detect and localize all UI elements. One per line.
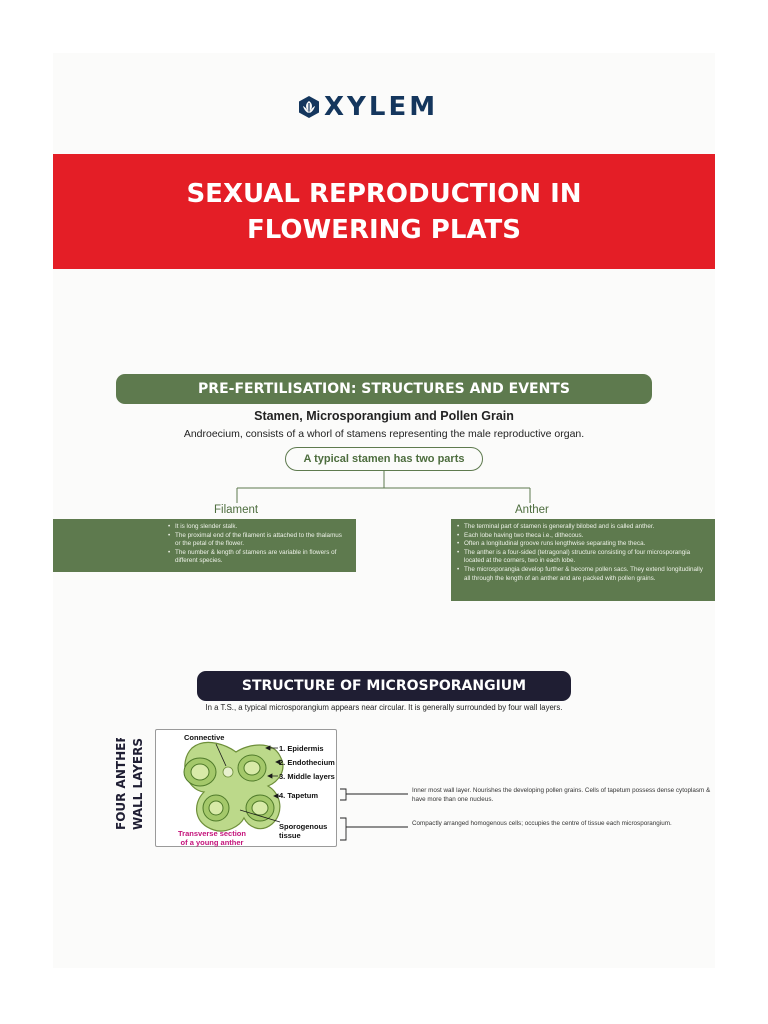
layer-label-tapetum: 4. Tapetum xyxy=(279,791,319,800)
filament-point: The proximal end of the filament is atta… xyxy=(168,532,348,549)
anther-point: Each lobe having two theca i.e., ditheco… xyxy=(457,532,707,541)
wall-layers-side-label: FOUR ANTHER WALL LAYERS xyxy=(114,738,145,830)
androecium-intro: Androecium, consists of a whorl of stame… xyxy=(183,428,585,440)
anther-point: The terminal part of stamen is generally… xyxy=(457,523,707,532)
leaf-logo-icon xyxy=(299,96,319,118)
filament-point: It is long slender stalk. xyxy=(168,523,348,532)
filament-info-box: It is long slender stalk. The proximal e… xyxy=(53,519,356,572)
banner-title-line1: SEXUAL REPRODUCTION IN xyxy=(186,178,582,209)
brand-name: XYLEM xyxy=(324,92,439,122)
subheading-stamen: Stamen, Microsporangium and Pollen Grain xyxy=(254,409,514,423)
figure-caption-line1: Transverse section xyxy=(178,829,246,838)
sporogenous-label-line1: Sporogenous xyxy=(279,822,328,831)
anther-point: Often a longitudinal groove runs lengthw… xyxy=(457,540,707,549)
sporogenous-label-line2: tissue xyxy=(279,831,301,840)
microsporangium-intro: In a T.S., a typical microsporangium app… xyxy=(205,703,563,712)
side-label-line2: WALL LAYERS xyxy=(131,738,145,830)
anther-info-box: The terminal part of stamen is generally… xyxy=(451,519,715,601)
connective-label: Connective xyxy=(184,733,225,742)
filament-label: Filament xyxy=(214,504,259,516)
anther-point: The anther is a four-sided (tetragonal) … xyxy=(457,549,707,566)
section-heading-microsporangium: STRUCTURE OF MICROSPORANGIUM xyxy=(197,671,571,701)
anther-cross-section-drawing xyxy=(183,741,284,832)
stamen-parts-pill: A typical stamen has two parts xyxy=(285,447,483,471)
layer-label-epidermis: 1. Epidermis xyxy=(279,744,324,753)
layer-label-endothecium: 2. Endothecium xyxy=(279,758,335,767)
brand-logo[interactable]: XYLEM xyxy=(298,90,438,124)
layer-label-middle: 3. Middle layers xyxy=(279,772,335,781)
section-heading-pre-fertilisation: PRE-FERTILISATION: STRUCTURES AND EVENTS xyxy=(116,374,652,404)
title-banner: SEXUAL REPRODUCTION IN FLOWERING PLATS xyxy=(53,154,715,269)
banner-title-line2: FLOWERING PLATS xyxy=(247,214,521,245)
anther-section-figure: Connective 1. Epidermis 2. Endothecium 3… xyxy=(155,729,337,847)
figure-caption: Transverse section of a young anther xyxy=(170,829,254,847)
figure-caption-line2: of a young anther xyxy=(180,838,244,847)
tapetum-note: Inner most wall layer. Nourishes the dev… xyxy=(412,787,711,803)
anther-label: Anther xyxy=(515,504,549,516)
sporogenous-note: Compactly arranged homogenous cells; occ… xyxy=(412,820,672,827)
anther-point: The microsporangia develop further & bec… xyxy=(457,566,707,583)
filament-point: The number & length of stamens are varia… xyxy=(168,549,348,566)
side-label-line1: FOUR ANTHER xyxy=(114,738,128,830)
